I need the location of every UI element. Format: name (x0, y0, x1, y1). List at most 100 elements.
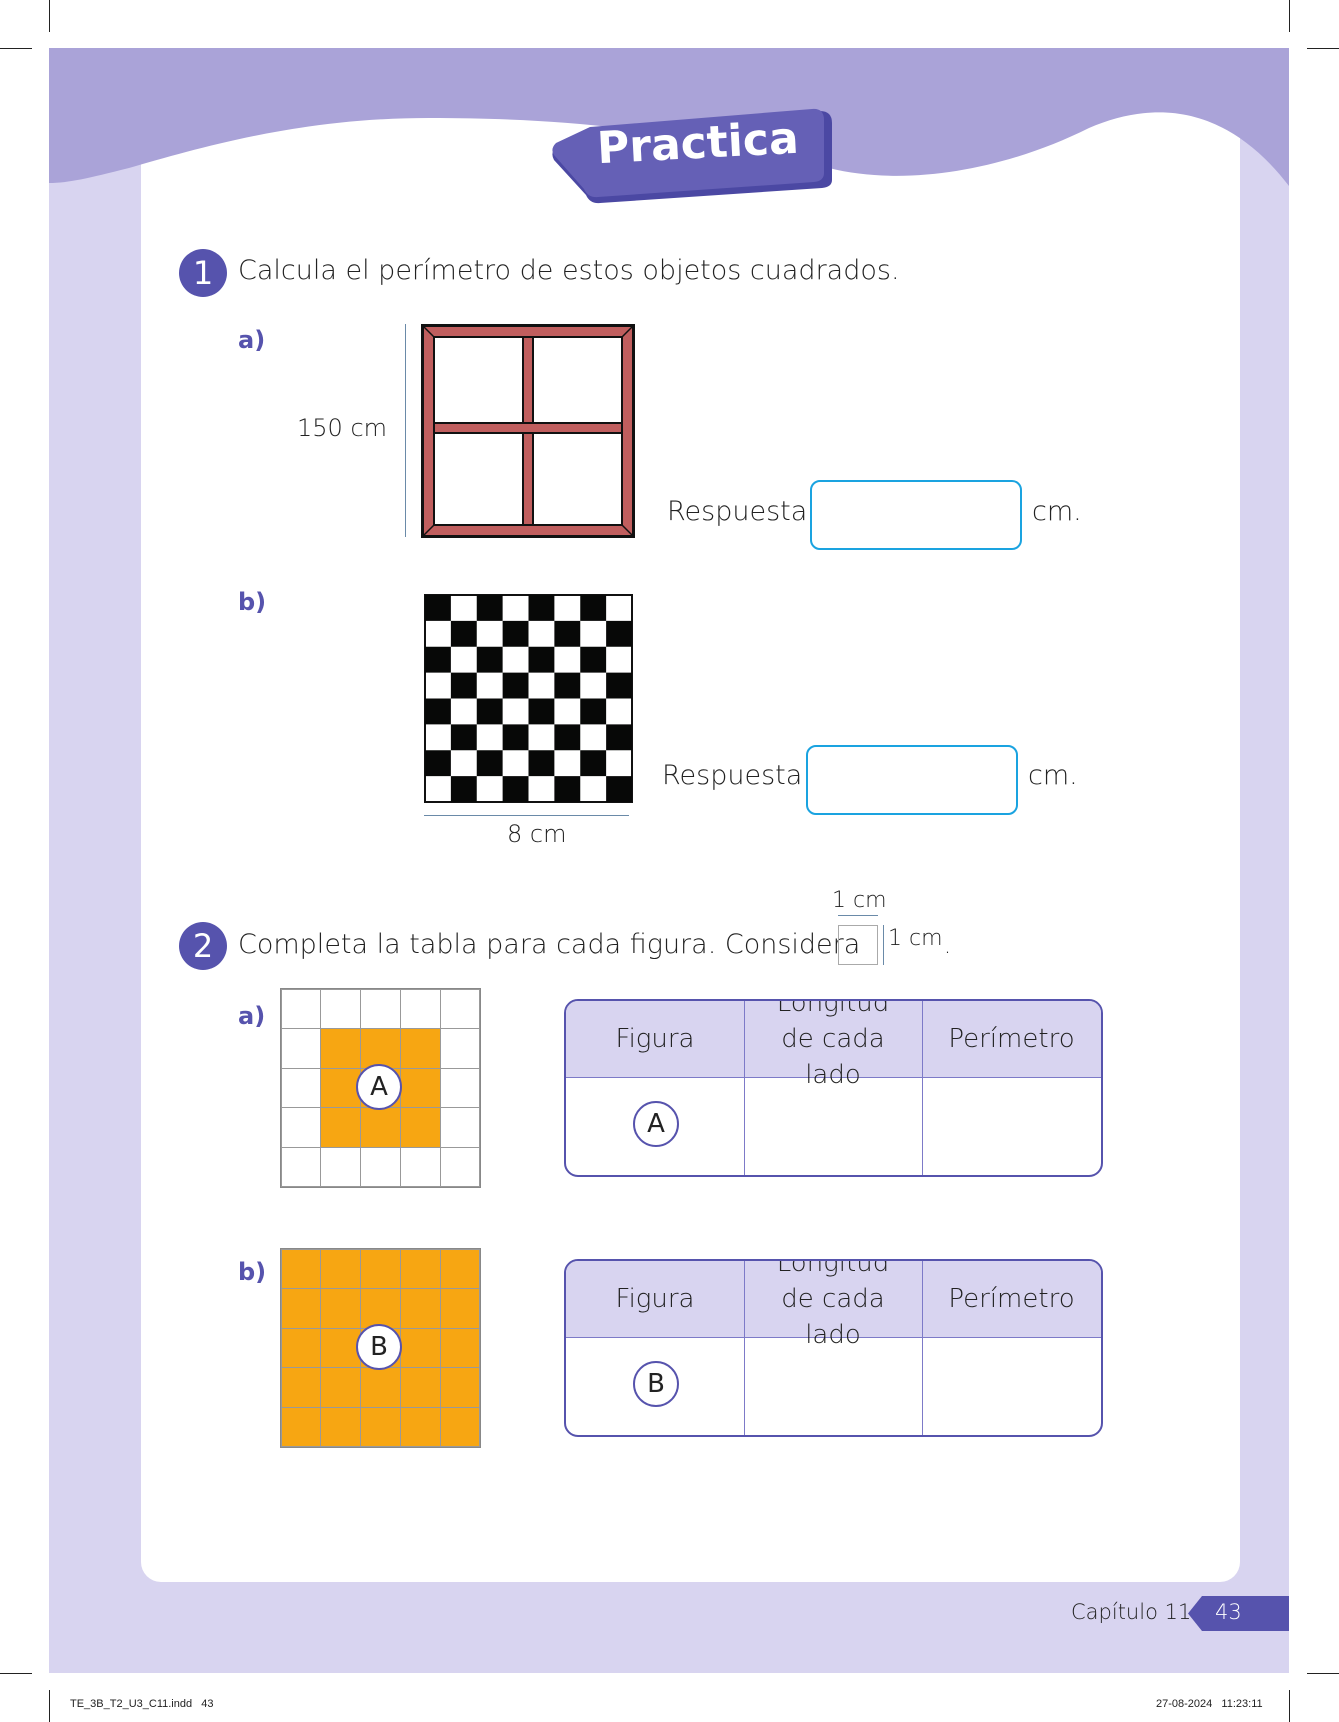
q2-b-label: b) (238, 1258, 267, 1286)
grid-cell (439, 1248, 481, 1290)
figure-label-a: A (356, 1064, 402, 1110)
crop-mark (1307, 1673, 1339, 1674)
grid-cell (280, 1028, 322, 1069)
black-square (580, 750, 607, 777)
checkerboard-side-length: 8 cm (507, 820, 567, 848)
checkerboard-image (424, 594, 633, 803)
black-square (554, 620, 581, 647)
grid-cell (439, 1107, 481, 1148)
page-number: 43 (1215, 1600, 1242, 1624)
answer-label-b: Respuesta: (662, 760, 812, 791)
grid-cell (360, 1146, 401, 1188)
unit-square (838, 925, 878, 965)
black-square (476, 646, 503, 673)
black-square (476, 698, 503, 725)
window-frame-image (421, 324, 635, 538)
grid-cell (320, 1107, 362, 1148)
grid-cell (280, 1067, 322, 1109)
answer-input-a[interactable] (810, 480, 1022, 550)
grid-cell (320, 1028, 362, 1069)
black-square (425, 646, 451, 673)
grid-cell (320, 1067, 362, 1109)
question-number-2: 2 (179, 922, 227, 970)
cell-longitud-a[interactable] (745, 1078, 922, 1175)
grid-cell (280, 1248, 322, 1290)
grid-cell (399, 988, 441, 1030)
black-square (528, 595, 555, 621)
unit-square-height: 1 cm (888, 926, 943, 951)
dimension-line-horizontal (424, 815, 629, 816)
grid-cell (360, 988, 401, 1030)
cell-longitud-b[interactable] (745, 1338, 922, 1435)
table-header-row (566, 1001, 1101, 1078)
crop-mark (1289, 0, 1290, 32)
black-square (502, 776, 529, 802)
grid-cell (399, 1327, 441, 1369)
chapter-label: Capítulo 11 (1071, 1600, 1192, 1624)
answer-unit-a: cm. (1032, 496, 1082, 527)
grid-cell (399, 1406, 441, 1448)
column-divider (744, 1261, 745, 1435)
grid-cell (280, 1107, 322, 1148)
black-square (528, 750, 555, 777)
black-square (580, 646, 607, 673)
table-figure-b-label: B (633, 1361, 679, 1407)
unit-height-line (883, 925, 884, 965)
grid-cell (399, 1146, 441, 1188)
q2-a-label: a) (238, 1002, 266, 1030)
crop-mark (1289, 1690, 1290, 1722)
black-square (425, 698, 451, 725)
grid-cell (320, 1406, 362, 1448)
column-divider (922, 1261, 923, 1435)
column-divider (922, 1001, 923, 1175)
table-header-row (566, 1261, 1101, 1338)
print-timestamp: 27-08-2024 11:23:11 (1156, 1698, 1263, 1710)
black-square (450, 620, 477, 647)
grid-cell (439, 1067, 481, 1109)
grid-cell (320, 1367, 362, 1408)
cell-perimetro-b[interactable] (923, 1338, 1101, 1435)
header-perimetro: Perímetro (948, 1024, 1075, 1054)
grid-cell (360, 1028, 401, 1069)
page-title: Practica (595, 112, 800, 175)
black-square (450, 776, 477, 802)
grid-cell (399, 1288, 441, 1329)
cell-perimetro-a[interactable] (923, 1078, 1101, 1175)
crop-mark (49, 0, 50, 32)
answer-label-a: Respuesta: (667, 496, 817, 527)
grid-cell (439, 1288, 481, 1329)
grid-cell (280, 1327, 322, 1369)
unit-square-width: 1 cm (832, 888, 887, 913)
crop-mark (0, 1673, 32, 1674)
page-number-tab (1188, 1596, 1289, 1631)
grid-cell (320, 988, 362, 1030)
black-square (606, 672, 632, 699)
black-square (606, 776, 632, 802)
grid-cell (280, 1406, 322, 1448)
grid-cell (360, 1288, 401, 1329)
black-square (528, 698, 555, 725)
black-square (502, 620, 529, 647)
file-name: TE_3B_T2_U3_C11.indd 43 (70, 1698, 214, 1710)
crop-mark (49, 1690, 50, 1722)
grid-cell (439, 1367, 481, 1408)
column-divider (744, 1001, 745, 1175)
grid-cell (399, 1367, 441, 1408)
unit-width-line (838, 915, 878, 916)
question-1-text: Calcula el perímetro de estos objetos cu… (238, 255, 900, 286)
black-square (502, 724, 529, 751)
grid-cell (280, 988, 322, 1030)
grid-cell (399, 1067, 441, 1109)
black-square (425, 595, 451, 621)
black-square (580, 595, 607, 621)
grid-cell (439, 1028, 481, 1069)
figure-label-b: B (356, 1324, 402, 1370)
black-square (554, 724, 581, 751)
grid-cell (439, 1406, 481, 1448)
header-perimetro: Perímetro (948, 1284, 1075, 1314)
black-square (425, 750, 451, 777)
grid-cell (399, 1107, 441, 1148)
answer-input-b[interactable] (806, 745, 1018, 815)
grid-cell (360, 1367, 401, 1408)
black-square (450, 672, 477, 699)
